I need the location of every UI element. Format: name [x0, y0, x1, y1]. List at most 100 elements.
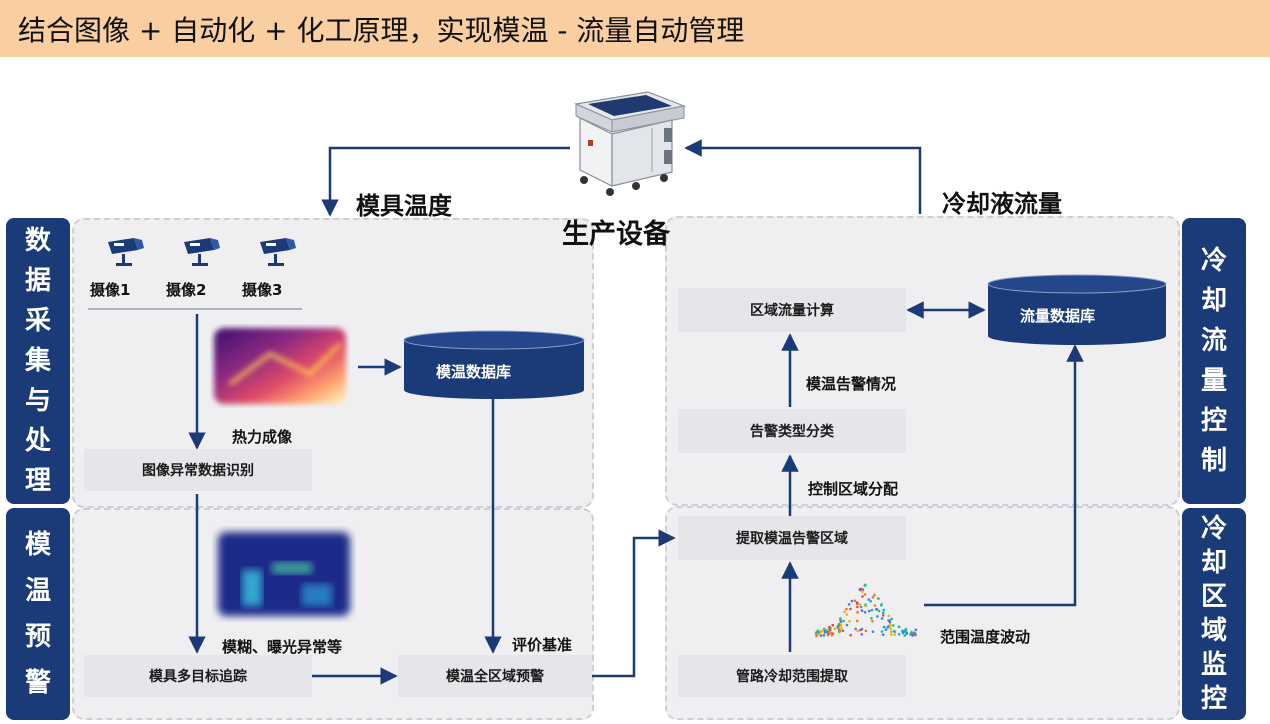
- scatter-point: [882, 608, 885, 612]
- scatter-point: [881, 633, 885, 636]
- sidebar-char: 却: [1200, 286, 1227, 316]
- sidebar-data-collection: 数 据 采 集 与 处 理: [6, 218, 70, 504]
- sidebar-char: 区: [1200, 582, 1227, 612]
- sidebar-char: 冷: [1200, 514, 1227, 544]
- temperature-fluctuation-plot: [814, 583, 918, 638]
- mold-database-icon: [403, 330, 585, 399]
- page-title: 结合图像 + 自动化 + 化工原理，实现模温 - 流量自动管理: [18, 14, 745, 47]
- scatter-point: [845, 607, 848, 611]
- scatter-point: [914, 633, 917, 637]
- warning-box: 模温全区域预警: [398, 655, 592, 697]
- mold-temp-label: 模具温度: [356, 192, 452, 220]
- scatter-point: [849, 607, 852, 611]
- sidebar-char: 据: [24, 266, 51, 296]
- scatter-point: [848, 619, 851, 623]
- scatter-point: [826, 628, 830, 631]
- zone-flow-box: 区域流量计算: [678, 288, 906, 332]
- scatter-point: [887, 625, 890, 628]
- scatter-point: [877, 597, 880, 600]
- production-equipment-icon: [573, 91, 687, 196]
- scatter-point: [877, 609, 881, 613]
- scatter-point: [887, 619, 890, 622]
- eval-label: 评价基准: [512, 636, 573, 654]
- scatter-point: [824, 630, 827, 634]
- scatter-point: [888, 620, 892, 624]
- sidebar-char: 制: [1200, 446, 1227, 476]
- sidebar-char: 控: [1200, 406, 1227, 436]
- scatter-point: [869, 600, 872, 603]
- scatter-point: [849, 633, 852, 637]
- sidebar-char: 采: [24, 306, 51, 336]
- scatter-point: [827, 632, 830, 635]
- scatter-point: [858, 587, 862, 591]
- sidebar-char: 与: [24, 386, 51, 416]
- coolant-flow-label: 冷却液流量: [942, 190, 1062, 218]
- scatter-point: [845, 623, 849, 627]
- camera-3-label: 摄像3: [242, 281, 283, 299]
- camera-1-label: 摄像1: [90, 281, 131, 299]
- scatter-point: [880, 603, 883, 607]
- scatter-point: [870, 616, 873, 620]
- scatter-point: [841, 629, 845, 633]
- scatter-point: [901, 631, 905, 635]
- sidebar-zone-monitor: 冷 却 区 域 监 控: [1182, 508, 1246, 720]
- title-bar: [0, 0, 1270, 57]
- scatter-point: [831, 623, 834, 627]
- arrow-warning-to-extract: [592, 529, 676, 678]
- scatter-point: [860, 627, 864, 631]
- sidebar-char: 却: [1200, 548, 1227, 578]
- scatter-point: [882, 625, 886, 629]
- scatter-point: [822, 634, 826, 637]
- scatter-point: [873, 604, 877, 607]
- scatter-point: [897, 625, 901, 629]
- pipe-box: 管路冷却范围提取: [678, 655, 906, 697]
- sidebar-char: 预: [24, 622, 51, 652]
- sidebar-char: 警: [24, 668, 51, 698]
- scatter-point: [864, 629, 868, 633]
- scatter-point: [905, 632, 908, 635]
- sidebar-char: 集: [24, 346, 51, 376]
- scatter-point: [903, 629, 907, 632]
- scatter-point: [856, 602, 859, 605]
- scatter-point: [870, 608, 874, 612]
- sidebar-char: 数: [24, 226, 51, 256]
- sidebar-char: 模: [24, 530, 51, 560]
- scatter-point: [867, 598, 871, 601]
- blurred-image: [218, 532, 350, 616]
- scatter-point: [890, 633, 893, 636]
- scatter-point: [839, 620, 843, 623]
- scatter-point: [861, 588, 865, 591]
- scatter-point: [901, 629, 904, 633]
- scatter-point: [873, 593, 876, 597]
- flow-control-panel: [665, 216, 1180, 506]
- scatter-point: [880, 617, 884, 620]
- scatter-point: [840, 627, 843, 630]
- scatter-point: [854, 627, 857, 631]
- scatter-point: [887, 614, 891, 618]
- scatter-point: [816, 629, 820, 633]
- scatter-point: [868, 609, 871, 613]
- scatter-point: [858, 603, 862, 606]
- scatter-point: [842, 619, 845, 623]
- alarm-class-box: 告警类型分类: [678, 409, 906, 453]
- scatter-point: [893, 633, 896, 636]
- camera-2-label: 摄像2: [166, 281, 207, 299]
- mold-database-label: 模温数据库: [436, 363, 512, 381]
- scatter-point: [860, 633, 864, 636]
- scatter-point: [880, 630, 884, 633]
- sidebar-char: 流: [1200, 326, 1227, 356]
- scatter-point: [892, 624, 895, 627]
- sidebar-mold-warning: 模 温 预 警: [6, 508, 70, 720]
- scatter-point: [864, 604, 867, 608]
- zone-alloc-label: 控制区域分配: [808, 480, 899, 498]
- cctv-camera-icon: [260, 238, 296, 266]
- flow-database-icon: [987, 274, 1167, 345]
- extract-box: 提取模温告警区域: [678, 516, 906, 560]
- scatter-point: [815, 634, 818, 638]
- scatter-point: [897, 633, 901, 636]
- scatter-point: [863, 593, 867, 596]
- cctv-camera-icon: [184, 238, 220, 266]
- scatter-point: [838, 629, 842, 633]
- scatter-point: [837, 623, 841, 626]
